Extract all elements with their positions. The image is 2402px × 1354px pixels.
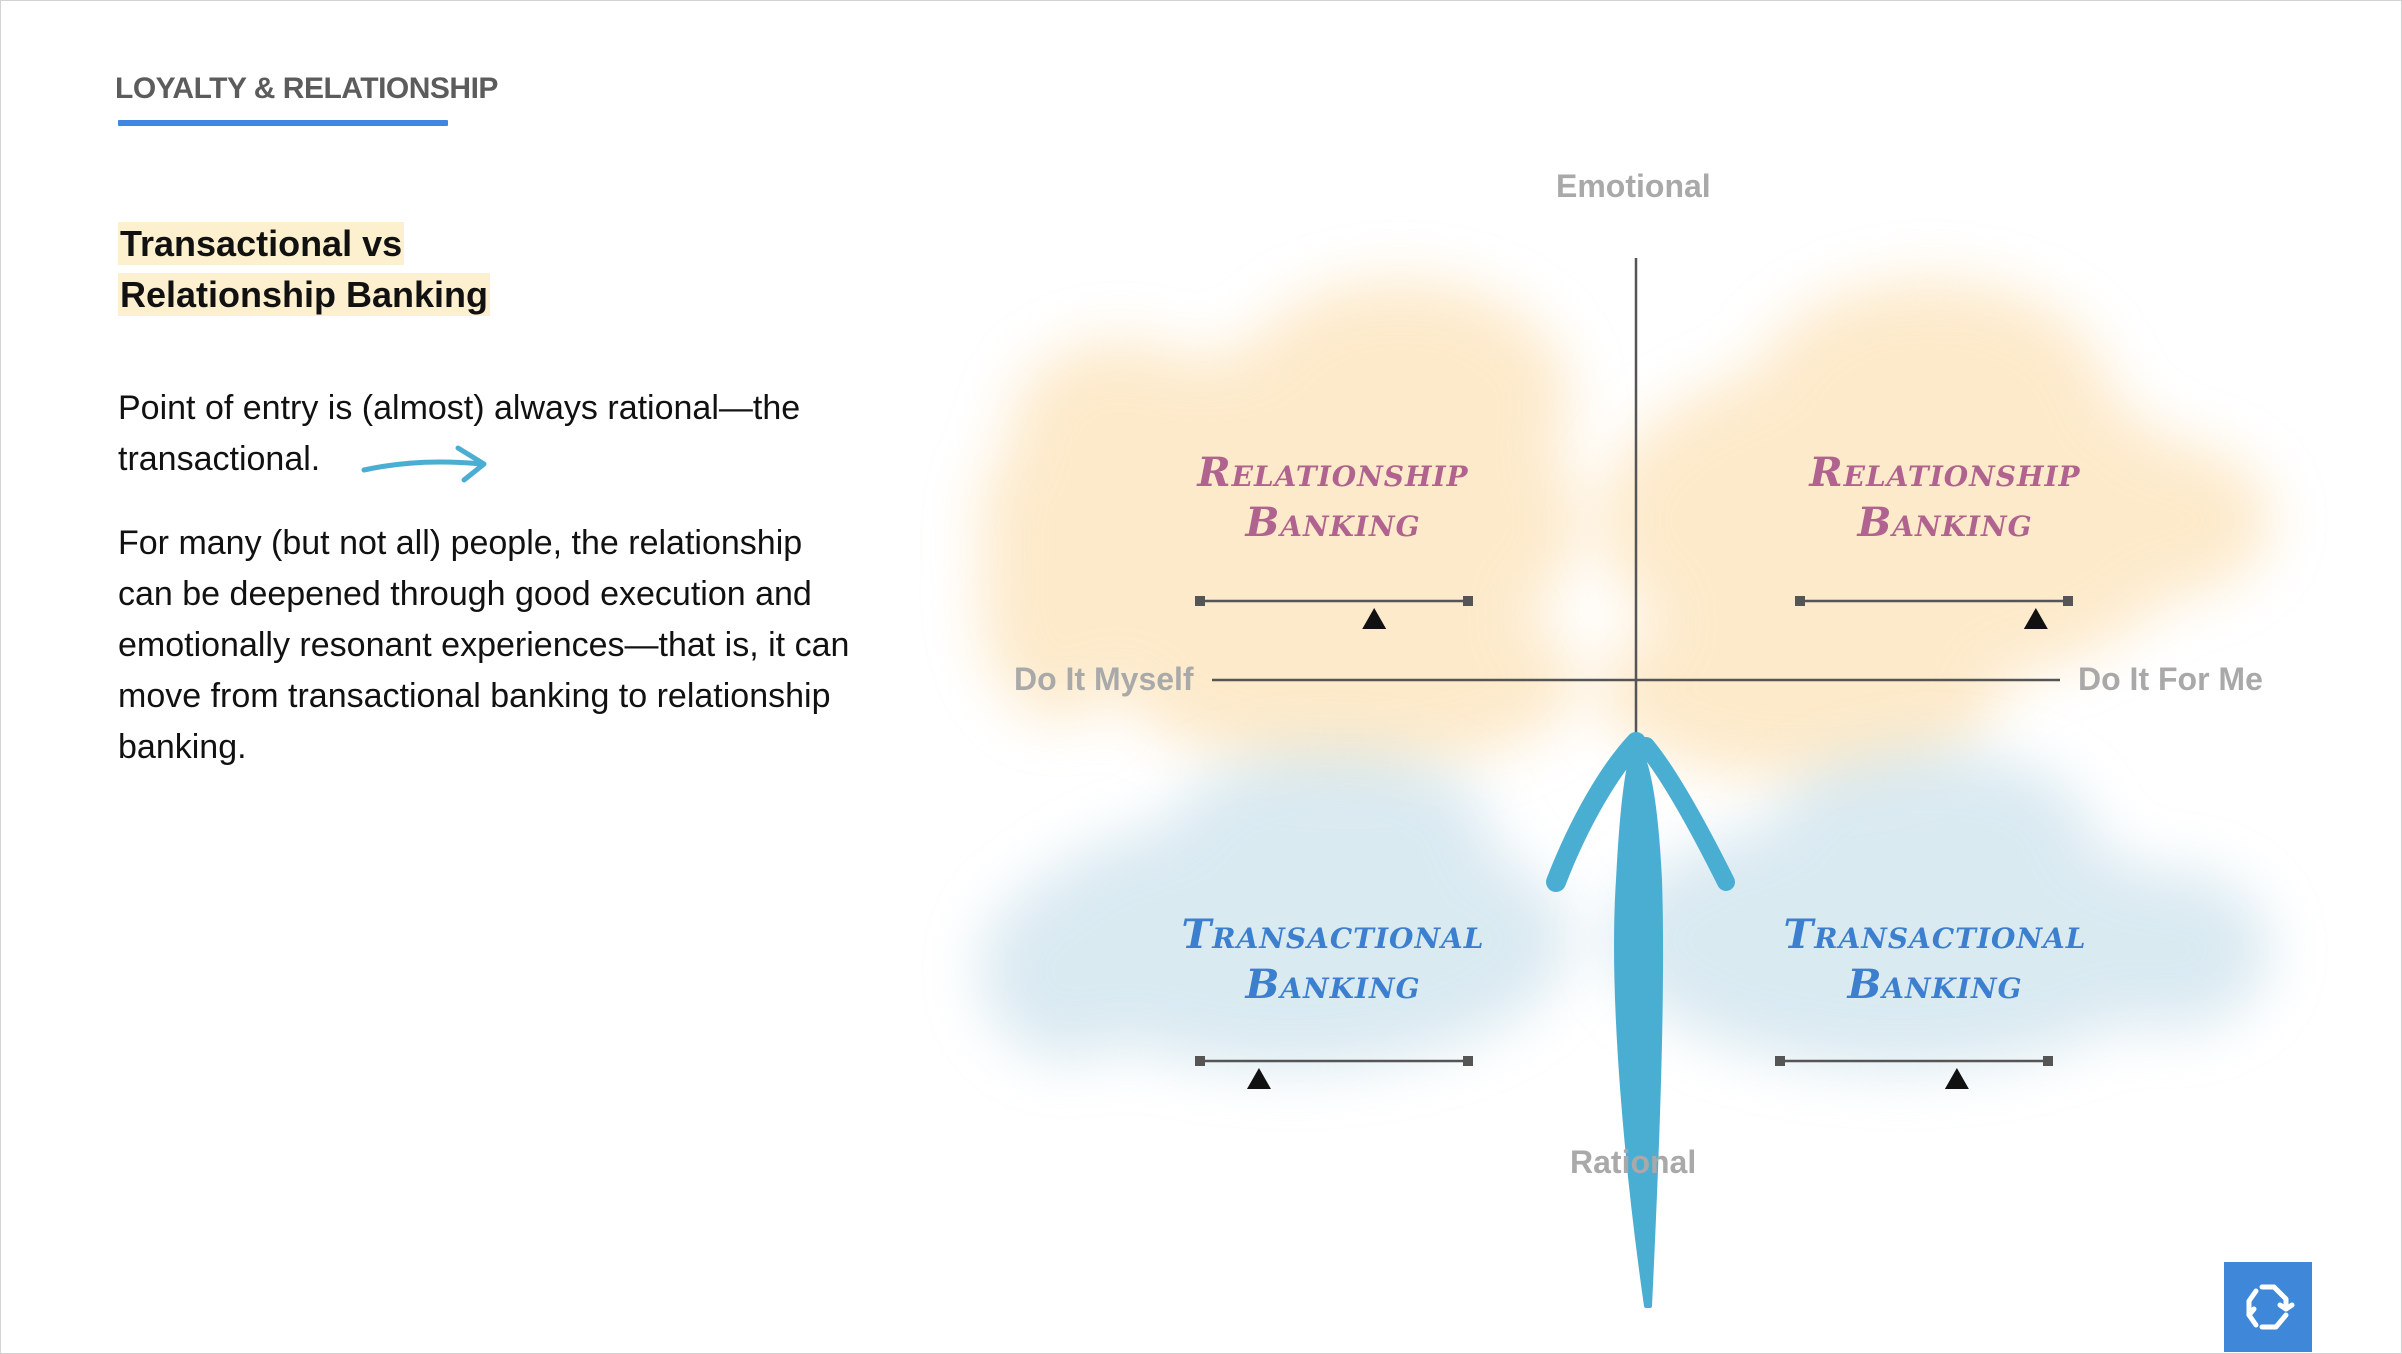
axis-label-emotional: Emotional bbox=[1556, 168, 1711, 204]
transactional-cloud-left bbox=[980, 750, 1570, 1070]
transactional-cloud-right bbox=[1610, 750, 2270, 1070]
quadrant-label-top-right: Relationship Banking bbox=[1745, 448, 2145, 548]
slider-bottom-left bbox=[1195, 1056, 1473, 1089]
headline-line-2: Relationship Banking bbox=[118, 273, 491, 316]
relationship-cloud-right bbox=[1600, 280, 2270, 780]
inline-arrow-icon bbox=[361, 445, 487, 483]
headline: Transactional vs Relationship Banking bbox=[118, 218, 491, 320]
quadrant-label-line-2: Banking bbox=[1847, 961, 2023, 1008]
slider-marker-icon bbox=[2023, 608, 2048, 629]
slider-end-cap-right bbox=[1463, 1056, 1473, 1066]
slider-end-cap-right bbox=[1463, 596, 1473, 606]
slider-end-cap-right bbox=[2063, 596, 2073, 606]
axis-label-rational: Rational bbox=[1570, 1144, 1697, 1180]
brand-logo-icon bbox=[2246, 1284, 2295, 1330]
quadrant-label-line-2: Banking bbox=[1245, 961, 1421, 1008]
quadrant-label-line-1: Transactional bbox=[1181, 911, 1485, 958]
brand-logo[interactable] bbox=[2224, 1262, 2312, 1352]
slider-marker-icon bbox=[1944, 1068, 1969, 1089]
section-underline bbox=[118, 120, 448, 126]
quadrant-label-top-left: Relationship Banking bbox=[1133, 448, 1533, 548]
slider-end-cap-right bbox=[2043, 1056, 2053, 1066]
paragraph-deepening: For many (but not all) people, the relat… bbox=[118, 524, 850, 766]
slider-bottom-right bbox=[1775, 1056, 2053, 1089]
section-title: LOYALTY & RELATIONSHIP bbox=[115, 72, 498, 105]
headline-line-1: Transactional vs bbox=[118, 222, 405, 265]
slider-top-right bbox=[1795, 596, 2073, 629]
slider-top-left bbox=[1195, 596, 1473, 629]
axis-label-do-it-myself: Do It Myself bbox=[1014, 661, 1194, 697]
slider-end-cap-left bbox=[1195, 596, 1205, 606]
slider-end-cap-left bbox=[1795, 596, 1805, 606]
quadrant-label-bottom-right: Transactional Banking bbox=[1735, 910, 2135, 1010]
slider-marker-icon bbox=[1362, 608, 1387, 629]
upward-arrow-icon bbox=[1546, 732, 1735, 1308]
axis-label-do-it-for-me: Do It For Me bbox=[2078, 661, 2263, 697]
slider-marker-icon bbox=[1246, 1068, 1271, 1089]
quadrant-label-line-1: Relationship bbox=[1197, 449, 1469, 496]
quadrant-label-line-2: Banking bbox=[1245, 499, 1421, 546]
quadrant-label-line-1: Transactional bbox=[1783, 911, 2087, 958]
paragraph-entry-point: Point of entry is (almost) always ration… bbox=[118, 389, 801, 478]
quadrant-label-bottom-left: Transactional Banking bbox=[1133, 910, 1533, 1010]
slider-end-cap-left bbox=[1775, 1056, 1785, 1066]
quadrant-label-line-1: Relationship bbox=[1809, 449, 2081, 496]
slider-end-cap-left bbox=[1195, 1056, 1205, 1066]
quadrant-label-line-2: Banking bbox=[1857, 499, 2033, 546]
